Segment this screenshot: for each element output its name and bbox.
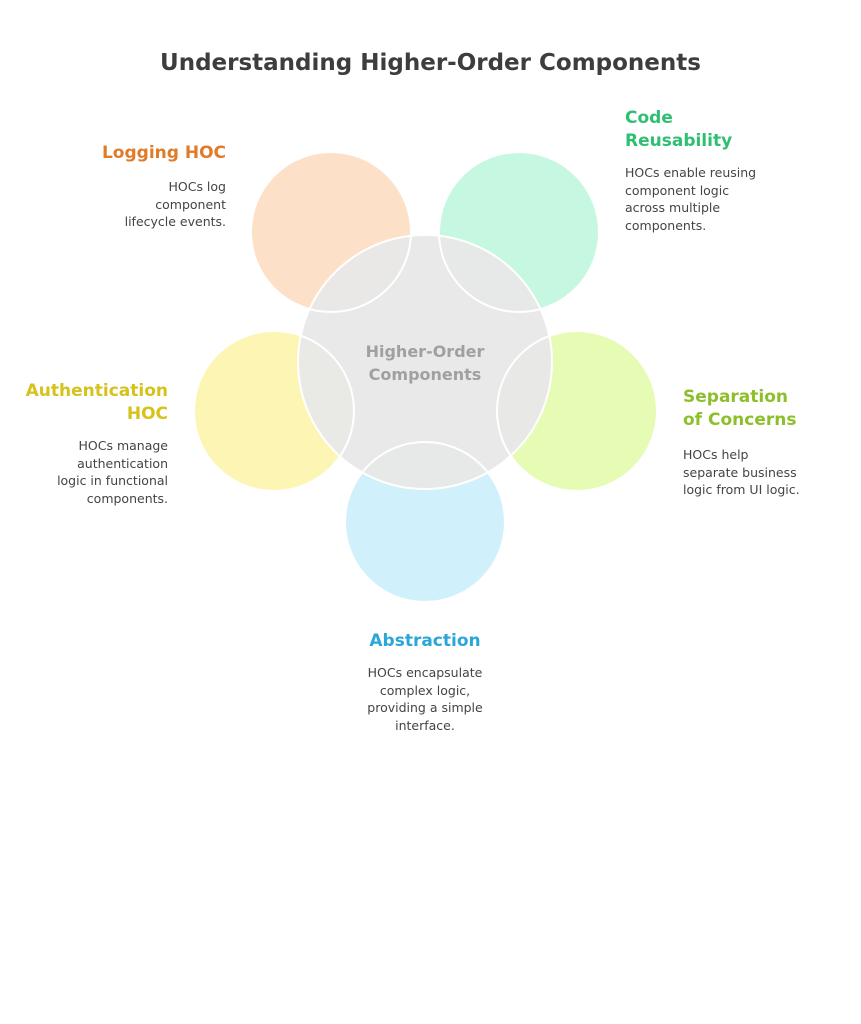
desc-line: interface. [395,717,455,733]
center-label: Higher-Order Components [325,340,525,386]
title-line: Reusability [625,131,733,151]
desc-line: logic from UI logic. [683,482,800,497]
desc-line: lifecycle events. [124,214,226,229]
desc-line: complex logic, [379,682,471,698]
desc-line: HOCs log [168,179,226,194]
center-label-line2: Components [368,365,482,384]
desc-line: logic in functional [57,473,168,488]
title-line: of Concerns [683,410,797,430]
center-label-line1: Higher-Order [365,342,485,361]
abstraction-desc: HOCs encapsulate complex logic, providin… [325,664,525,734]
reusability-title: Code Reusability [625,107,732,153]
center-circle [297,234,553,490]
desc-line: across multiple [625,200,721,215]
authentication-title: Authentication HOC [0,380,168,426]
desc-line: separate business [683,464,797,480]
title-line: Separation [683,387,789,407]
desc-line: component logic [625,182,730,198]
desc-line: components. [625,217,707,233]
desc-line: components. [86,490,168,506]
title-line: Code [625,108,673,128]
desc-line: authentication [77,455,168,471]
desc-line: HOCs help [683,447,749,462]
authentication-desc: HOCs manage authentication logic in func… [0,437,168,507]
desc-line: HOCs encapsulate [367,665,483,680]
title-line: Authentication [25,381,168,401]
desc-line: component [155,196,226,212]
abstraction-title: Abstraction [369,631,481,651]
desc-line: providing a simple [367,700,483,715]
logging-title: Logging HOC [101,143,226,163]
reusability-desc: HOCs enable reusing component logic acro… [625,164,756,234]
logging-desc: HOCs log component lifecycle events. [60,178,226,231]
desc-line: HOCs manage [78,438,169,453]
circle-outlines [193,151,658,603]
diagram-title: Understanding Higher-Order Components [160,50,701,76]
separation-desc: HOCs help separate business logic from U… [683,446,800,499]
desc-line: HOCs enable reusing [625,165,757,180]
title-line: HOC [126,404,168,424]
separation-title: Separation of Concerns [683,386,796,432]
